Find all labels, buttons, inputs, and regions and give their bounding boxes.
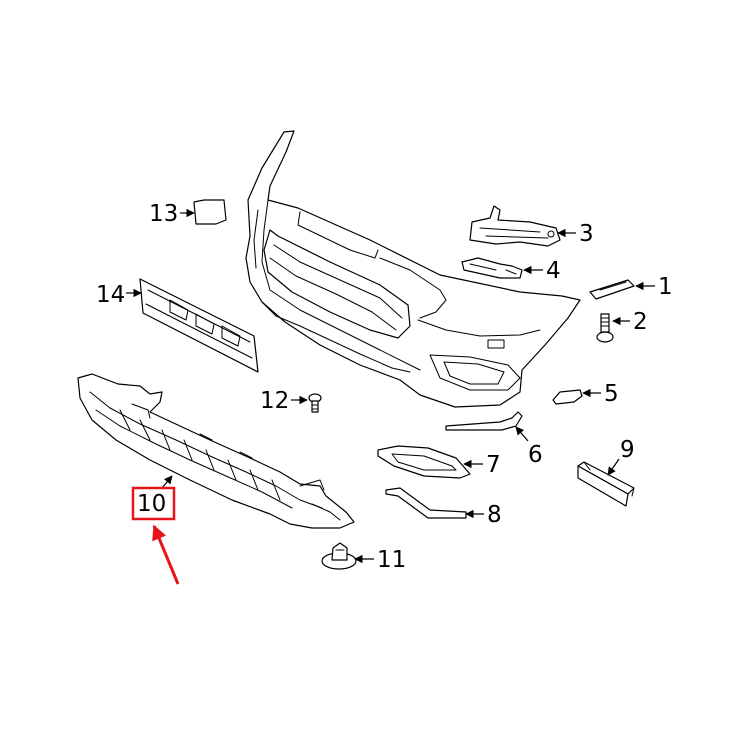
leader-10 <box>161 475 173 489</box>
part-5-cap <box>552 389 583 405</box>
leader-lines <box>126 208 655 564</box>
callout-14: 14 <box>96 282 125 308</box>
part-6-trim <box>445 411 523 431</box>
callout-9: 9 <box>620 437 635 463</box>
part-3-bracket <box>469 205 561 247</box>
part-11-clip <box>321 542 357 570</box>
highlight-arrow <box>152 524 180 585</box>
part-1-trim-strip <box>589 279 635 300</box>
callout-2: 2 <box>633 309 648 335</box>
callout-1: 1 <box>658 274 673 300</box>
callout-10: 10 <box>137 491 166 517</box>
callout-labels: 1 2 3 4 5 6 7 8 9 10 11 12 13 14 <box>96 201 673 573</box>
part-2-bolt <box>596 313 614 343</box>
callout-3: 3 <box>579 221 594 247</box>
callout-11: 11 <box>377 547 406 573</box>
callout-6: 6 <box>528 442 543 468</box>
bumper-cover <box>245 130 581 408</box>
part-4-bracket <box>461 257 523 279</box>
leader-6 <box>515 426 529 442</box>
part-13-cap <box>193 199 227 225</box>
part-8-trim <box>385 487 467 519</box>
part-12-screw <box>308 393 322 413</box>
callout-12: 12 <box>260 388 289 414</box>
part-7-vent-grille <box>377 445 471 479</box>
callout-8: 8 <box>487 502 502 528</box>
leader-9 <box>607 458 620 476</box>
part-10-lower-valance <box>77 373 355 529</box>
callout-7: 7 <box>486 452 501 478</box>
highlight-callout <box>131 486 180 585</box>
callout-5: 5 <box>604 381 619 407</box>
part-9-bracket <box>577 461 635 507</box>
highlight-box <box>131 486 176 521</box>
callout-13: 13 <box>149 201 178 227</box>
part-14-license-bracket <box>139 278 259 373</box>
callout-4: 4 <box>546 258 561 284</box>
